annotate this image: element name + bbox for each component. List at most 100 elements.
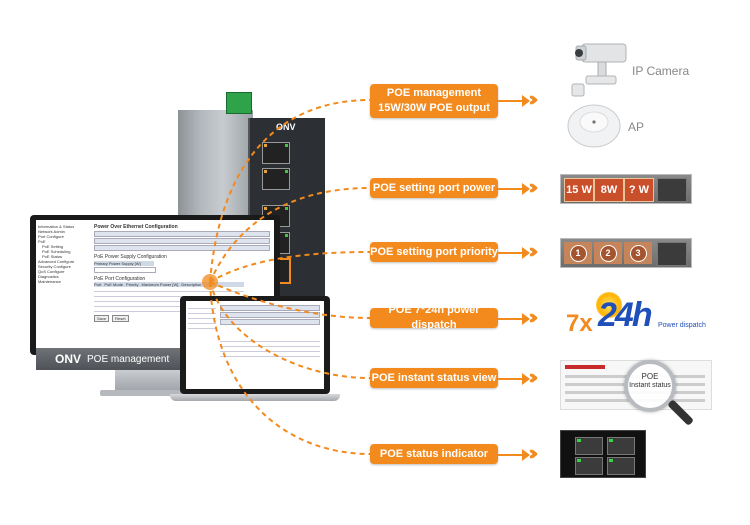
config-row [220, 319, 320, 325]
dispatch-caption: Power dispatch [658, 322, 706, 329]
screen-side-menu: Information & Status Network Admin Port … [38, 224, 88, 284]
menu-item[interactable] [188, 324, 216, 329]
connector-dispatch [209, 281, 371, 319]
switch-port-1 [262, 142, 290, 164]
screen-content: Power Over Ethernet Configuration PoE Po… [94, 224, 270, 322]
port-power-value: 8W [594, 178, 624, 202]
connector-management [209, 99, 371, 283]
menu-item[interactable] [188, 319, 216, 324]
menu-item[interactable]: Port Configure [38, 234, 64, 239]
port-table-row[interactable] [94, 307, 244, 312]
feature-status-view[interactable]: POE instant status view [370, 368, 498, 388]
magnifier-text: POE Instant status [629, 372, 671, 389]
laptop-side-menu [188, 304, 216, 329]
arrow-port-priority [498, 247, 530, 259]
menu-item[interactable]: QoS Configure [38, 269, 65, 274]
save-button[interactable]: Save [94, 315, 110, 322]
connector-status-view [209, 281, 371, 379]
feature-dispatch[interactable]: POE 7*24h power dispatch [370, 304, 498, 331]
menu-item[interactable]: PoE Status [42, 254, 63, 259]
port-table-header: Port PoE Mode Priority Maximum Power [W]… [94, 282, 244, 287]
priority-slot: 3 [624, 242, 652, 264]
config-row [94, 231, 270, 237]
menu-item[interactable]: Maintenance [38, 279, 61, 284]
led-green-icon [577, 459, 581, 462]
form-buttons: Save Reset [94, 315, 270, 322]
chevron-right-icon: ››› [528, 239, 538, 263]
menu-item[interactable]: PoE Scheduling [42, 249, 71, 254]
ip-camera-label: IP Camera [632, 64, 690, 78]
monitor-stand [115, 370, 185, 392]
rj45-port-icon [607, 457, 635, 475]
feature-status-indicator[interactable]: POE status indicator [370, 444, 498, 464]
switch-logo: ONV [276, 122, 296, 132]
chevron-right-icon: ››› [528, 441, 538, 465]
led-green-icon [577, 439, 581, 442]
rj45-port-icon [657, 178, 687, 202]
port-table-row[interactable] [94, 297, 244, 302]
laptop-screen [186, 301, 324, 389]
menu-item[interactable]: Network Admin [38, 229, 65, 234]
reset-button[interactable]: Reset [112, 315, 129, 322]
feature-port-power[interactable]: POE setting port power [370, 178, 498, 198]
menu-item[interactable]: Security Configure [38, 264, 71, 269]
dispatch-prefix: 7x [566, 310, 593, 337]
port-table-row[interactable] [94, 302, 244, 307]
priority-number: 3 [629, 244, 647, 262]
priority-number: 1 [569, 244, 587, 262]
chevron-right-icon: ››› [528, 87, 538, 111]
config-row [94, 245, 270, 251]
dispatch-24h: 24h [598, 296, 653, 334]
config-row [94, 238, 270, 244]
port-table-row[interactable] [220, 352, 320, 357]
menu-item[interactable]: Advanced Configure [38, 259, 75, 264]
menu-item[interactable]: PoE Setting [42, 244, 64, 249]
menu-item[interactable]: Diagnostics [38, 274, 59, 279]
config-row [220, 312, 320, 318]
port-table-row[interactable] [220, 342, 320, 347]
rj45-port-icon [657, 242, 687, 266]
connector-port-power [209, 187, 371, 283]
laptop-base [170, 394, 340, 401]
port-table-row[interactable] [94, 287, 244, 292]
connector-port-priority [209, 251, 371, 283]
menu-item[interactable] [188, 309, 216, 314]
screen-section-supply: PoE Power Supply Configuration [94, 254, 167, 260]
chevron-right-icon: ››› [528, 175, 538, 199]
access-point-icon [567, 104, 621, 148]
green-terminal-block [226, 92, 252, 114]
monitor-base [100, 390, 200, 396]
supply-input[interactable] [94, 267, 156, 273]
feature-port-priority[interactable]: POE setting port priority [370, 242, 498, 262]
chevron-right-icon: ››› [528, 305, 538, 329]
port-table-row[interactable] [220, 337, 320, 342]
supply-header: Primary Power Supply [W] [94, 261, 154, 266]
menu-item[interactable] [188, 314, 216, 319]
led-green-icon [609, 459, 613, 462]
menu-item[interactable]: PoE [38, 239, 46, 244]
menu-item[interactable] [188, 304, 216, 309]
screen-section-port: PoE Port Configuration [94, 276, 146, 282]
priority-number: 2 [599, 244, 617, 262]
monitor-logo: ONV [55, 352, 82, 366]
port-power-panel: 15 W 8W ? W [560, 174, 692, 204]
port-priority-panel: 1 2 3 [560, 238, 692, 268]
menu-item[interactable]: Information & Status [38, 224, 75, 229]
hub-dot [202, 274, 218, 290]
arrow-status-indicator [498, 449, 530, 461]
sun-glow-icon [596, 292, 622, 318]
monitor-caption: POE management [87, 354, 170, 365]
feature-poe-management[interactable]: POE management 15W/30W POE output [370, 84, 498, 118]
arrow-dispatch [498, 313, 530, 325]
switch-port-2 [262, 168, 290, 190]
led-green-icon [609, 439, 613, 442]
rj45-port-icon [607, 437, 635, 455]
rj45-port-icon [575, 457, 603, 475]
status-indicator-panel [560, 430, 646, 478]
rj45-port-icon [575, 437, 603, 455]
port-table-row[interactable] [94, 292, 244, 297]
priority-slot: 1 [564, 242, 592, 264]
chevron-right-icon: ››› [528, 365, 538, 389]
